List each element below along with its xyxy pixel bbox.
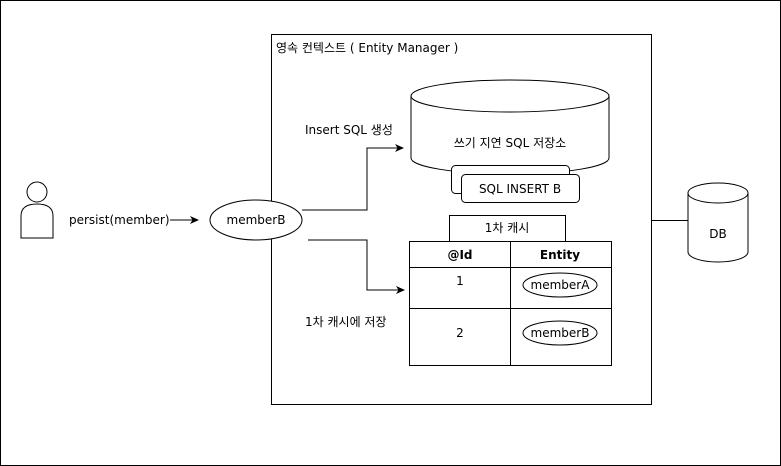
cache-title: 1차 캐시 (485, 221, 530, 235)
cache-row-2-entity: memberB (531, 326, 590, 340)
context-title: 영속 컨텍스트 ( Entity Manager ) (276, 41, 458, 55)
cache-header-id: @Id (447, 248, 472, 262)
sql-insert-label: SQL INSERT B (479, 182, 561, 196)
cache-header-entity: Entity (540, 248, 580, 262)
cache-row-2-entity-node (522, 320, 598, 346)
cache-row-2-id: 2 (456, 326, 464, 340)
write-store-label: 쓰기 지연 SQL 저장소 (454, 136, 566, 150)
memberb-node (209, 199, 303, 241)
db-cylinder (687, 182, 749, 263)
cache-store-label: 1차 캐시에 저장 (305, 315, 387, 329)
sql-insert-card (461, 174, 580, 203)
db-label: DB (709, 227, 726, 241)
cache-table (409, 241, 612, 366)
write-store-cylinder (410, 79, 610, 175)
cache-store-edge (308, 239, 405, 294)
cache-row-1-entity-node (522, 272, 598, 298)
persist-label: persist(member) (69, 213, 170, 227)
memberb-node-label: memberB (227, 213, 286, 227)
cache-title-box (449, 215, 566, 242)
cache-row-1-entity: memberA (531, 278, 591, 292)
user-actor-icon (20, 181, 54, 239)
insert-sql-edge (302, 144, 404, 211)
insert-sql-label: Insert SQL 생성 (305, 123, 393, 137)
cache-row-1-id: 1 (456, 274, 464, 288)
